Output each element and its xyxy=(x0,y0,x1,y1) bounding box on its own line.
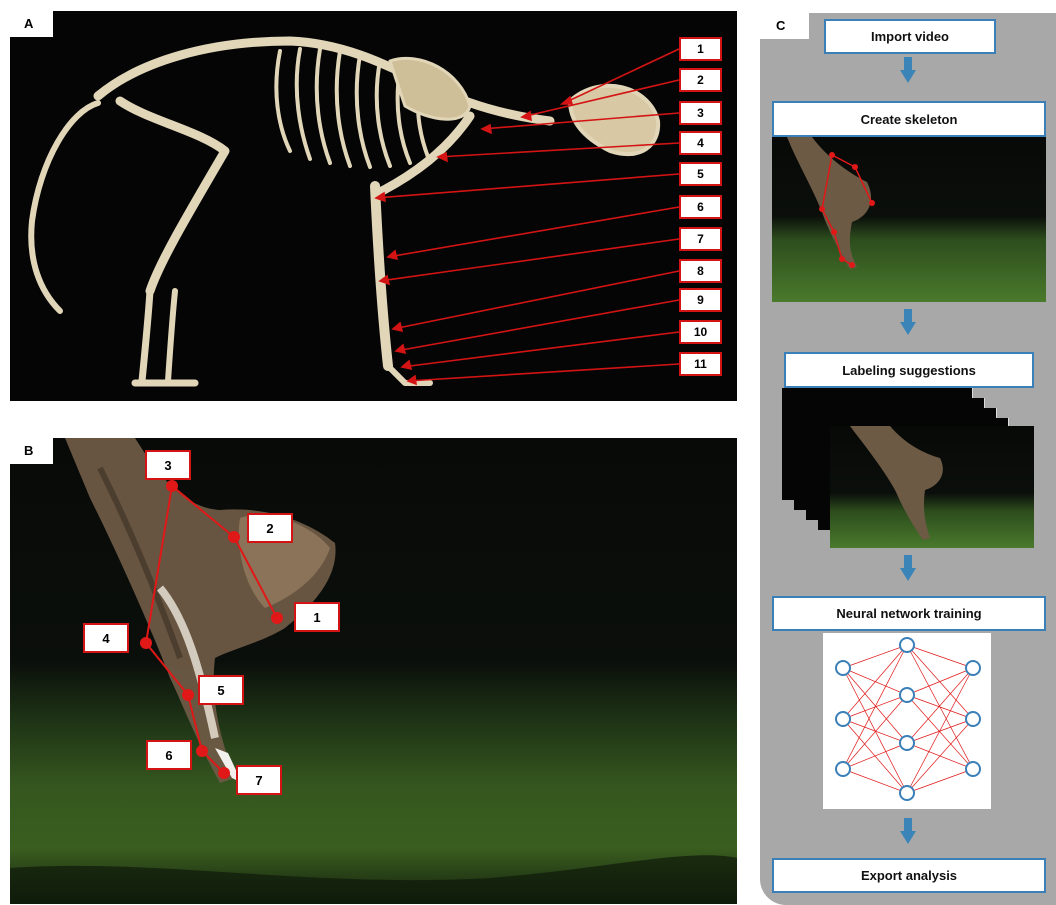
keypoint-label-6: 6 xyxy=(146,740,192,770)
panel-c-workflow: C Import video Create skeleton Labeling … xyxy=(760,13,1056,905)
jumping-cat-image xyxy=(10,438,737,904)
keypoint-label-4: 4 xyxy=(83,623,129,653)
down-arrow-icon xyxy=(900,818,916,844)
panel-a-letter: A xyxy=(10,11,53,37)
skeleton-label-1: 1 xyxy=(679,37,722,61)
skeleton-label-5: 5 xyxy=(679,162,722,186)
cat-skeleton-image xyxy=(10,11,737,401)
skeleton-label-10: 10 xyxy=(679,320,722,344)
keypoint-label-1: 1 xyxy=(294,602,340,632)
step-create-skeleton: Create skeleton xyxy=(772,101,1046,137)
skeleton-label-3: 3 xyxy=(679,101,722,125)
skeleton-frame-image xyxy=(772,137,1046,302)
down-arrow-icon xyxy=(900,309,916,335)
skeleton-label-6: 6 xyxy=(679,195,722,219)
keypoint-label-2: 2 xyxy=(247,513,293,543)
skeleton-label-9: 9 xyxy=(679,288,722,312)
skeleton-label-7: 7 xyxy=(679,227,722,251)
skeleton-label-11: 11 xyxy=(679,352,722,376)
step-neural-network-training: Neural network training xyxy=(772,596,1046,631)
step-labeling-suggestions: Labeling suggestions xyxy=(784,352,1034,388)
panel-a-skeleton-photo: A 1 2 3 4 5 6 7 8 9 10 11 xyxy=(10,11,737,401)
neural-network-diagram xyxy=(823,633,991,809)
down-arrow-icon xyxy=(900,555,916,581)
keypoint-label-5: 5 xyxy=(198,675,244,705)
skeleton-label-4: 4 xyxy=(679,131,722,155)
panel-c-letter: C xyxy=(760,13,809,39)
keypoint-label-3: 3 xyxy=(145,450,191,480)
keypoint-label-7: 7 xyxy=(236,765,282,795)
step-import-video: Import video xyxy=(824,19,996,54)
skeleton-label-8: 8 xyxy=(679,259,722,283)
step-export-analysis: Export analysis xyxy=(772,858,1046,893)
stacked-frames-image xyxy=(782,388,1034,548)
skeleton-label-2: 2 xyxy=(679,68,722,92)
panel-b-letter: B xyxy=(10,438,53,464)
panel-b-cat-photo: B 1 2 3 4 5 6 7 xyxy=(10,438,737,904)
down-arrow-icon xyxy=(900,57,916,83)
